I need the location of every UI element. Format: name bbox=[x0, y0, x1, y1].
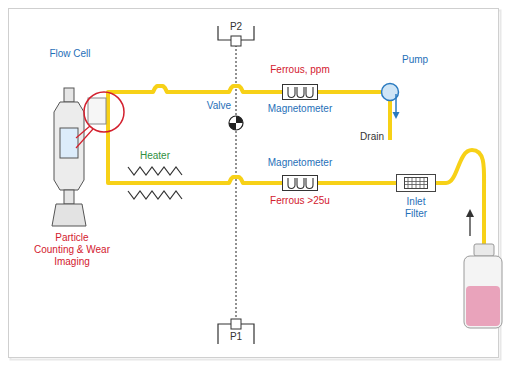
note-label: Drain bbox=[360, 131, 384, 143]
flow-cell-window bbox=[60, 128, 78, 158]
magnetometer-symbol bbox=[282, 84, 318, 100]
pump-arrow-head bbox=[393, 112, 400, 119]
magnetometer-coil bbox=[306, 178, 313, 189]
magnetometer-coil bbox=[288, 87, 295, 98]
flow-cell-base bbox=[52, 204, 86, 226]
oil-tube bbox=[108, 140, 282, 183]
label-text: Inlet Filter bbox=[395, 196, 437, 220]
frame bbox=[9, 9, 499, 358]
oil-tube bbox=[318, 181, 396, 185]
pressure-sensor-p1: P1 bbox=[214, 319, 258, 349]
magnetometer-body bbox=[283, 176, 318, 191]
pump-symbol bbox=[381, 83, 399, 101]
pump: Pump bbox=[381, 83, 399, 101]
oil-tube bbox=[318, 90, 381, 94]
symbol-group bbox=[218, 319, 254, 344]
symbol-group bbox=[397, 175, 436, 192]
oil-tube bbox=[108, 86, 282, 140]
pressure-sensor bbox=[231, 319, 241, 329]
filter-mesh bbox=[405, 181, 427, 182]
pump-arrow bbox=[395, 94, 397, 113]
flow-arrow bbox=[469, 215, 470, 236]
label-text: P1 bbox=[230, 331, 242, 343]
signal-line bbox=[236, 46, 237, 115]
filter-body bbox=[397, 175, 436, 192]
imaging-window bbox=[88, 98, 106, 124]
signal-line bbox=[236, 131, 237, 319]
inlet-filter: Inlet Filter bbox=[396, 174, 436, 192]
heater-zigzag bbox=[128, 167, 182, 175]
filter-mesh bbox=[412, 178, 413, 188]
label-text: Magnetometer bbox=[268, 103, 332, 115]
filter-mesh bbox=[405, 184, 427, 185]
valve-symbol bbox=[228, 115, 244, 131]
note-label: Heater bbox=[140, 150, 170, 162]
filter-element bbox=[405, 178, 428, 189]
bottle-cap bbox=[474, 244, 494, 256]
flow-cell-body bbox=[54, 102, 84, 190]
label-text: Flow Cell bbox=[49, 48, 90, 60]
heater-zigzag bbox=[128, 191, 182, 199]
valve-symbol bbox=[229, 116, 243, 130]
magnetometer-coil bbox=[297, 178, 304, 189]
pressure-sensor bbox=[231, 36, 241, 46]
symbol-group bbox=[382, 84, 400, 120]
label-text: Ferrous >25u bbox=[270, 195, 330, 207]
valve: Valve bbox=[228, 115, 244, 131]
symbol-group bbox=[52, 88, 124, 226]
flow-cell-symbol bbox=[44, 86, 108, 228]
magnetometer-coil bbox=[297, 87, 304, 98]
filter-mesh bbox=[424, 178, 425, 188]
laser-beam bbox=[76, 126, 90, 138]
magnetometer-coil bbox=[288, 178, 295, 189]
magnetometer-symbol bbox=[282, 175, 318, 191]
laser-beam bbox=[76, 129, 93, 148]
filter-mesh bbox=[408, 178, 409, 188]
symbol-group bbox=[229, 116, 243, 130]
label-text: P2 bbox=[230, 21, 242, 33]
symbol-group bbox=[283, 85, 318, 100]
inlet-filter-symbol bbox=[396, 174, 436, 192]
flow-arrow-head bbox=[466, 209, 474, 217]
magnetometer-body bbox=[283, 85, 318, 100]
sample-tube bbox=[436, 150, 484, 246]
magnetometer: MagnetometerFerrous >25u bbox=[282, 175, 318, 191]
label-text: Valve bbox=[207, 100, 231, 112]
label-text: Ferrous, ppm bbox=[270, 64, 329, 76]
magnetometer: Ferrous, ppmMagnetometer bbox=[282, 84, 318, 100]
filter-mesh bbox=[420, 178, 421, 188]
flow-cell-neck bbox=[64, 88, 74, 102]
label-text: Particle Counting & Wear Imaging bbox=[34, 232, 110, 268]
symbol-group bbox=[283, 176, 318, 191]
oil-sample bbox=[466, 286, 500, 326]
label-text: Magnetometer bbox=[268, 157, 332, 169]
flow-cell-neck bbox=[64, 190, 74, 204]
magnetometer-coil bbox=[306, 87, 313, 98]
magnifier-circle bbox=[84, 92, 124, 132]
label-text: Pump bbox=[402, 54, 428, 66]
sample-bottle bbox=[464, 256, 502, 328]
pressure-sensor-p2: P2 bbox=[214, 16, 258, 46]
drain-tube bbox=[388, 100, 392, 140]
flow-cell: Flow CellParticle Counting & Wear Imagin… bbox=[44, 86, 108, 228]
filter-mesh bbox=[416, 178, 417, 188]
valve-outline bbox=[229, 116, 243, 130]
